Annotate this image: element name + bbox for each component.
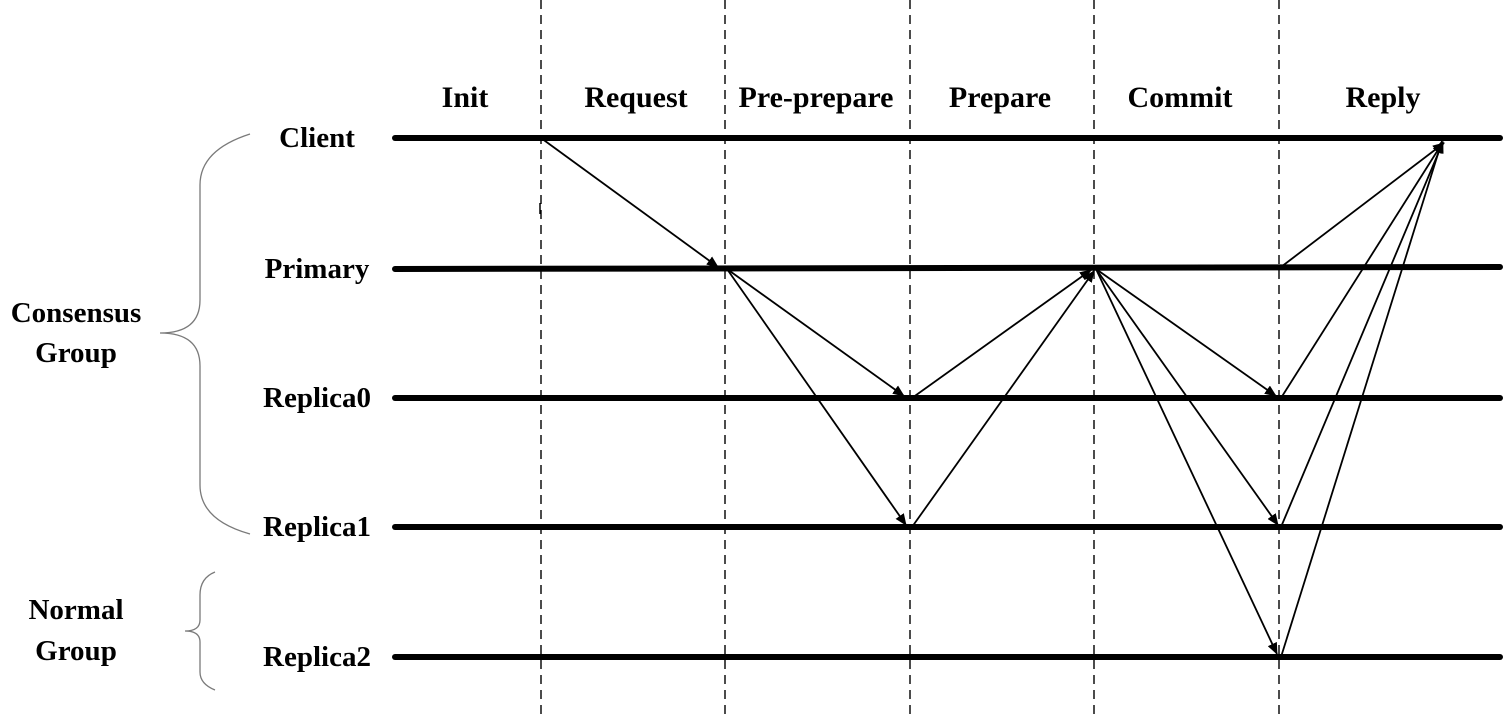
- phase-label-prepare: Prepare: [949, 81, 1051, 114]
- consensus-group-brace: [159, 133, 251, 535]
- node-label-client: Client: [279, 122, 355, 154]
- group-labels: Consensus Group Normal Group: [11, 297, 142, 667]
- normal-group-brace: [184, 571, 216, 691]
- message-preprepare-primary-to-replica1: [726, 268, 907, 526]
- normal-group-label-line1: Normal: [28, 594, 123, 626]
- node-labels: Client Primary Replica0 Replica1 Replica…: [263, 122, 371, 673]
- message-reply-primary-to-client: [1280, 142, 1445, 268]
- phase-label-commit: Commit: [1128, 81, 1233, 114]
- node-label-primary: Primary: [265, 253, 370, 285]
- message-commit-primary-to-replica0: [1095, 268, 1277, 397]
- message-request-client-to-primary: [540, 137, 719, 268]
- message-commit-primary-to-replica1: [1095, 268, 1279, 526]
- node-label-replica2: Replica2: [263, 641, 371, 673]
- consensus-group-label-line1: Consensus: [11, 297, 142, 329]
- phase-labels: Init Request Pre-prepare Prepare Commit …: [442, 81, 1421, 114]
- message-prepare-replica1-to-primary: [911, 270, 1095, 528]
- consensus-group-label-line2: Group: [35, 337, 117, 369]
- messages: [540, 137, 1445, 658]
- phase-label-reply: Reply: [1346, 81, 1421, 114]
- phase-label-init: Init: [442, 81, 489, 114]
- message-reply-replica0-to-client: [1280, 141, 1444, 399]
- normal-group-label-line2: Group: [35, 635, 117, 667]
- message-commit-primary-to-replica2: [1095, 268, 1278, 655]
- node-label-replica1: Replica1: [263, 511, 371, 543]
- message-reply-replica2-to-client: [1280, 140, 1444, 658]
- phase-label-request: Request: [584, 81, 687, 114]
- node-label-replica0: Replica0: [263, 382, 371, 414]
- message-prepare-replica0-to-primary: [911, 269, 1092, 399]
- message-reply-replica1-to-client: [1280, 141, 1444, 528]
- lifeline-primary: [392, 264, 1503, 272]
- message-preprepare-primary-to-replica0: [726, 268, 905, 397]
- lifelines: [392, 135, 1503, 660]
- phase-label-preprepare: Pre-prepare: [739, 81, 894, 114]
